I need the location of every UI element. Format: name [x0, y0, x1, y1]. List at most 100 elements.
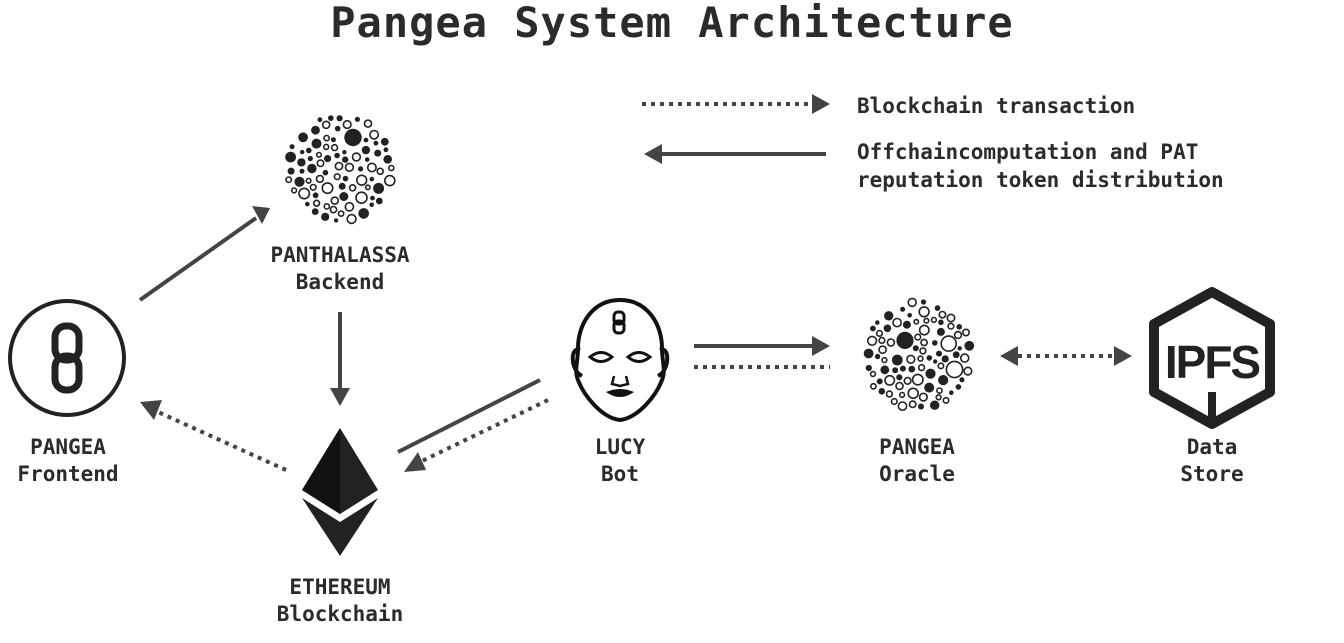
bubble-dot [336, 115, 343, 122]
bubble-dot [926, 355, 933, 361]
bubble-dot [891, 354, 903, 366]
bubble-dot [930, 400, 940, 410]
bubble-dot [957, 346, 962, 351]
bubble-dot [940, 335, 958, 352]
bubble-dot [934, 305, 941, 311]
bubble-dot [287, 167, 295, 175]
ethereum-icon [302, 428, 378, 556]
bubble-dot [878, 336, 886, 345]
bubble-dot [912, 345, 919, 352]
bubble-dot [880, 365, 890, 375]
bubble-dot [342, 175, 349, 182]
chain-link-icon [8, 299, 126, 417]
bubble-dot [299, 168, 305, 174]
bubble-cluster-icon [285, 115, 396, 225]
bubble-dot [946, 313, 956, 323]
bubble-dot [383, 147, 389, 153]
bubble-dot [329, 205, 338, 214]
arrow-lucy-to-ethereum-dotted [404, 398, 549, 472]
bubble-dot [373, 182, 385, 194]
bubble-cluster-icon [863, 297, 975, 411]
bubble-dot [333, 218, 339, 223]
bubble-dot [323, 134, 330, 142]
bubble-dot [364, 157, 370, 162]
bubble-dot [884, 374, 896, 386]
bubble-dot [356, 174, 368, 186]
face-icon [570, 297, 670, 423]
bubble-dot [933, 359, 938, 364]
arrow-lucy-to-oracle-solid [694, 336, 830, 356]
bubble-dot [355, 191, 368, 204]
bubble-dot [907, 297, 918, 308]
bubble-dot [892, 367, 899, 374]
bubble-dot [892, 317, 902, 328]
bubble-dot [363, 137, 369, 143]
node-label-lucy: LUCY Bot [560, 434, 680, 488]
bubble-dot [866, 335, 878, 346]
bubble-dot [383, 155, 393, 164]
bubble-dot [315, 151, 323, 158]
bubble-dot [364, 184, 371, 191]
bubble-dot [316, 159, 325, 168]
bubble-dot [330, 143, 339, 152]
bubble-dot [375, 197, 383, 205]
bubble-dot [941, 355, 949, 363]
bubble-dot [305, 177, 312, 184]
bubble-dot [344, 162, 355, 173]
bubble-dot [307, 163, 317, 174]
bubble-dot [387, 164, 395, 172]
bubble-dot [311, 138, 322, 149]
bubble-dot [311, 125, 320, 135]
bubble-dot [863, 348, 874, 359]
arrow-oracle-ipfs-bidirectional [1000, 346, 1132, 366]
bubble-dot [878, 345, 887, 355]
bubble-dot [321, 120, 331, 130]
bubble-dot [903, 376, 912, 386]
bubble-dot [338, 182, 346, 190]
bubble-dot [337, 210, 345, 217]
bubble-dot [363, 119, 373, 128]
bubble-dot [312, 199, 321, 207]
diagram-title: Pangea System Architecture [330, 0, 1014, 47]
bubble-dot [369, 129, 380, 140]
bubble-dot [920, 299, 927, 305]
bubble-dot [938, 319, 944, 326]
bubble-dot [342, 150, 347, 155]
bubble-dot [900, 306, 906, 312]
bubble-dot [298, 187, 311, 200]
bubble-dot [906, 354, 916, 364]
bubble-dot [374, 149, 382, 157]
bubble-dot [323, 202, 331, 210]
bubble-dot [333, 173, 341, 181]
bubble-dot [908, 365, 916, 373]
node-label-ethereum: ETHEREUM Blockchain [240, 574, 440, 628]
bubble-dot [874, 353, 881, 360]
bubble-dot [348, 184, 357, 192]
node-frontend-line2: Frontend [17, 462, 119, 486]
bubble-dot [937, 362, 945, 370]
node-ethereum-line1: ETHEREUM [289, 575, 391, 599]
bubble-dot [311, 208, 319, 216]
bubble-dot [911, 373, 924, 386]
bubble-dot [305, 201, 310, 207]
bubble-dot [959, 377, 965, 383]
bubble-dot [898, 391, 906, 399]
bubble-dot [913, 318, 920, 325]
node-oracle-line2: Oracle [879, 462, 955, 486]
node-label-ipfs: Data Store [1152, 434, 1272, 488]
bubble-dot [334, 161, 344, 171]
bubble-dot [920, 338, 928, 347]
bubble-dot [955, 384, 962, 390]
bubble-dot [932, 340, 938, 346]
bubble-dot [961, 328, 970, 337]
bubble-dot [896, 374, 903, 381]
bubble-dot [907, 313, 912, 318]
node-oracle-line1: PANGEA [879, 435, 955, 459]
bubble-dot [949, 390, 954, 396]
node-label-backend: PANTHALASSA Backend [240, 242, 440, 296]
bubble-dot [346, 213, 357, 225]
bubble-dot [369, 176, 375, 182]
bubble-dot [300, 149, 305, 155]
bubble-dot [321, 182, 334, 195]
bubble-dot [307, 155, 313, 162]
